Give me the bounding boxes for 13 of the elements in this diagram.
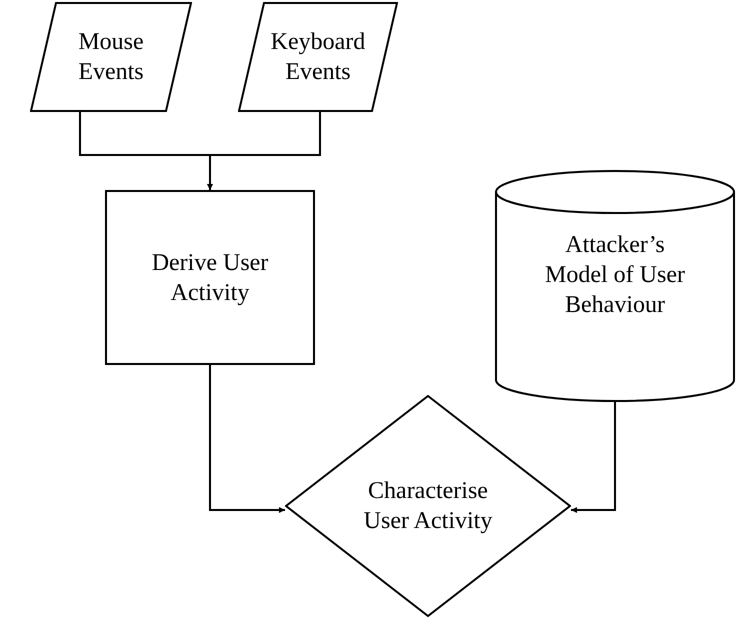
input-parallelogram — [30, 2, 192, 112]
node-label: Characterise User Activity — [362, 477, 494, 536]
connector-arrow — [209, 365, 285, 513]
decision-diamond — [285, 395, 571, 617]
connector-arrow — [207, 112, 321, 190]
connector-arrow — [571, 401, 616, 513]
node-label: Mouse Events — [77, 28, 145, 87]
input-parallelogram — [238, 2, 398, 112]
node-label: Keyboard Events — [270, 28, 366, 87]
process-box — [105, 190, 315, 365]
database-cylinder — [495, 170, 735, 402]
node-label: Derive User Activity — [150, 248, 270, 308]
node-label: Attacker’s Model of User Behaviour — [544, 231, 686, 320]
